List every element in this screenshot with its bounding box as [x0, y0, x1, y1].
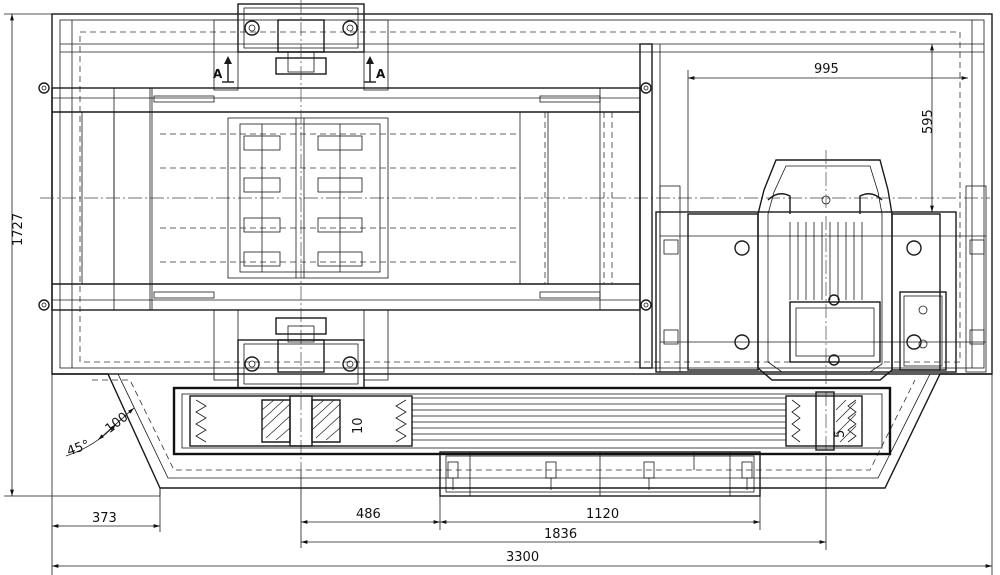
section-label-left: A	[213, 67, 223, 81]
dim-3300-group: 3300	[52, 374, 993, 575]
dim-chamfer-group: 100 45°	[65, 407, 135, 460]
dim-995: 995	[814, 62, 839, 77]
base-frame	[52, 373, 992, 496]
dim-1120: 1120	[586, 507, 619, 522]
outer-frame	[51, 13, 993, 375]
dim-1120-group: 1120	[440, 496, 761, 530]
dim-995-group: 995	[687, 62, 968, 212]
dim-5: 5	[833, 430, 848, 438]
dim-486: 486	[356, 507, 381, 522]
belt-drive: 10 5	[172, 386, 892, 456]
grate-assembly	[227, 117, 389, 279]
dim-1836-group: 1836	[301, 456, 827, 550]
section-mark-right: A	[364, 56, 386, 83]
motor-rail	[439, 451, 761, 497]
dim-486-group: 486	[300, 470, 441, 548]
lifting-lugs	[38, 82, 652, 311]
electric-motor	[757, 150, 893, 456]
motor-base	[639, 43, 987, 373]
dim-3300: 3300	[506, 550, 539, 565]
dim-1836: 1836	[544, 527, 577, 542]
bearing-top	[237, 0, 365, 470]
dim-595-group: 595	[880, 44, 940, 213]
section-mark-left: A	[213, 56, 234, 83]
dim-373-group: 373	[51, 374, 161, 575]
support-posts	[213, 19, 389, 381]
dim-595: 595	[921, 109, 936, 134]
dim-1727-group: 1727	[4, 13, 160, 497]
dim-10: 10	[351, 417, 366, 434]
terminal-box	[899, 291, 947, 371]
dim-45-angle: 45°	[65, 438, 92, 460]
dim-1727: 1727	[11, 213, 26, 246]
conveyor-frame	[40, 87, 990, 311]
section-label-right: A	[376, 67, 386, 81]
dim-373: 373	[92, 511, 117, 526]
